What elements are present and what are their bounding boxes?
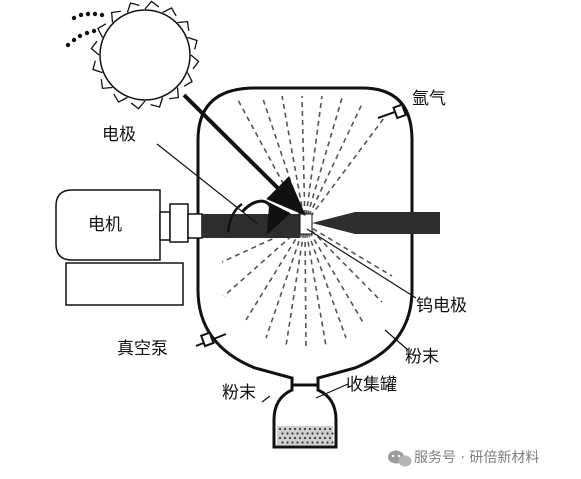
argon-valve — [377, 103, 408, 120]
motor — [55, 189, 203, 306]
argon-label: 氩气 — [412, 89, 446, 109]
wechat-icon — [388, 450, 412, 467]
watermark: 服务号 · 研倍新材料 — [388, 450, 539, 467]
powder-collector — [272, 385, 338, 449]
electrode-lead-arrow — [182, 93, 306, 216]
motor-label: 电机 — [88, 215, 122, 235]
plasma-arc — [299, 213, 313, 235]
tungsten-electrode-label: 钨电极 — [416, 296, 467, 316]
rotating-electrode-shaft — [202, 214, 300, 238]
powder-spray-lines — [221, 95, 393, 351]
collector-label: 收集罐 — [346, 375, 397, 395]
watermark-text: 服务号 · 研倍新材料 — [414, 450, 539, 466]
vacuum-pump-label: 真空泵 — [117, 339, 168, 359]
vacuum-pump-valve — [195, 331, 227, 348]
powder-label-right: 粉末 — [405, 347, 439, 367]
leader-lines — [156, 143, 417, 403]
rotating-plasma-disc — [65, 0, 200, 110]
powder-label-bottom: 粉末 — [222, 383, 256, 403]
electrode-label: 电极 — [102, 125, 136, 145]
tungsten-electrode — [312, 212, 440, 234]
